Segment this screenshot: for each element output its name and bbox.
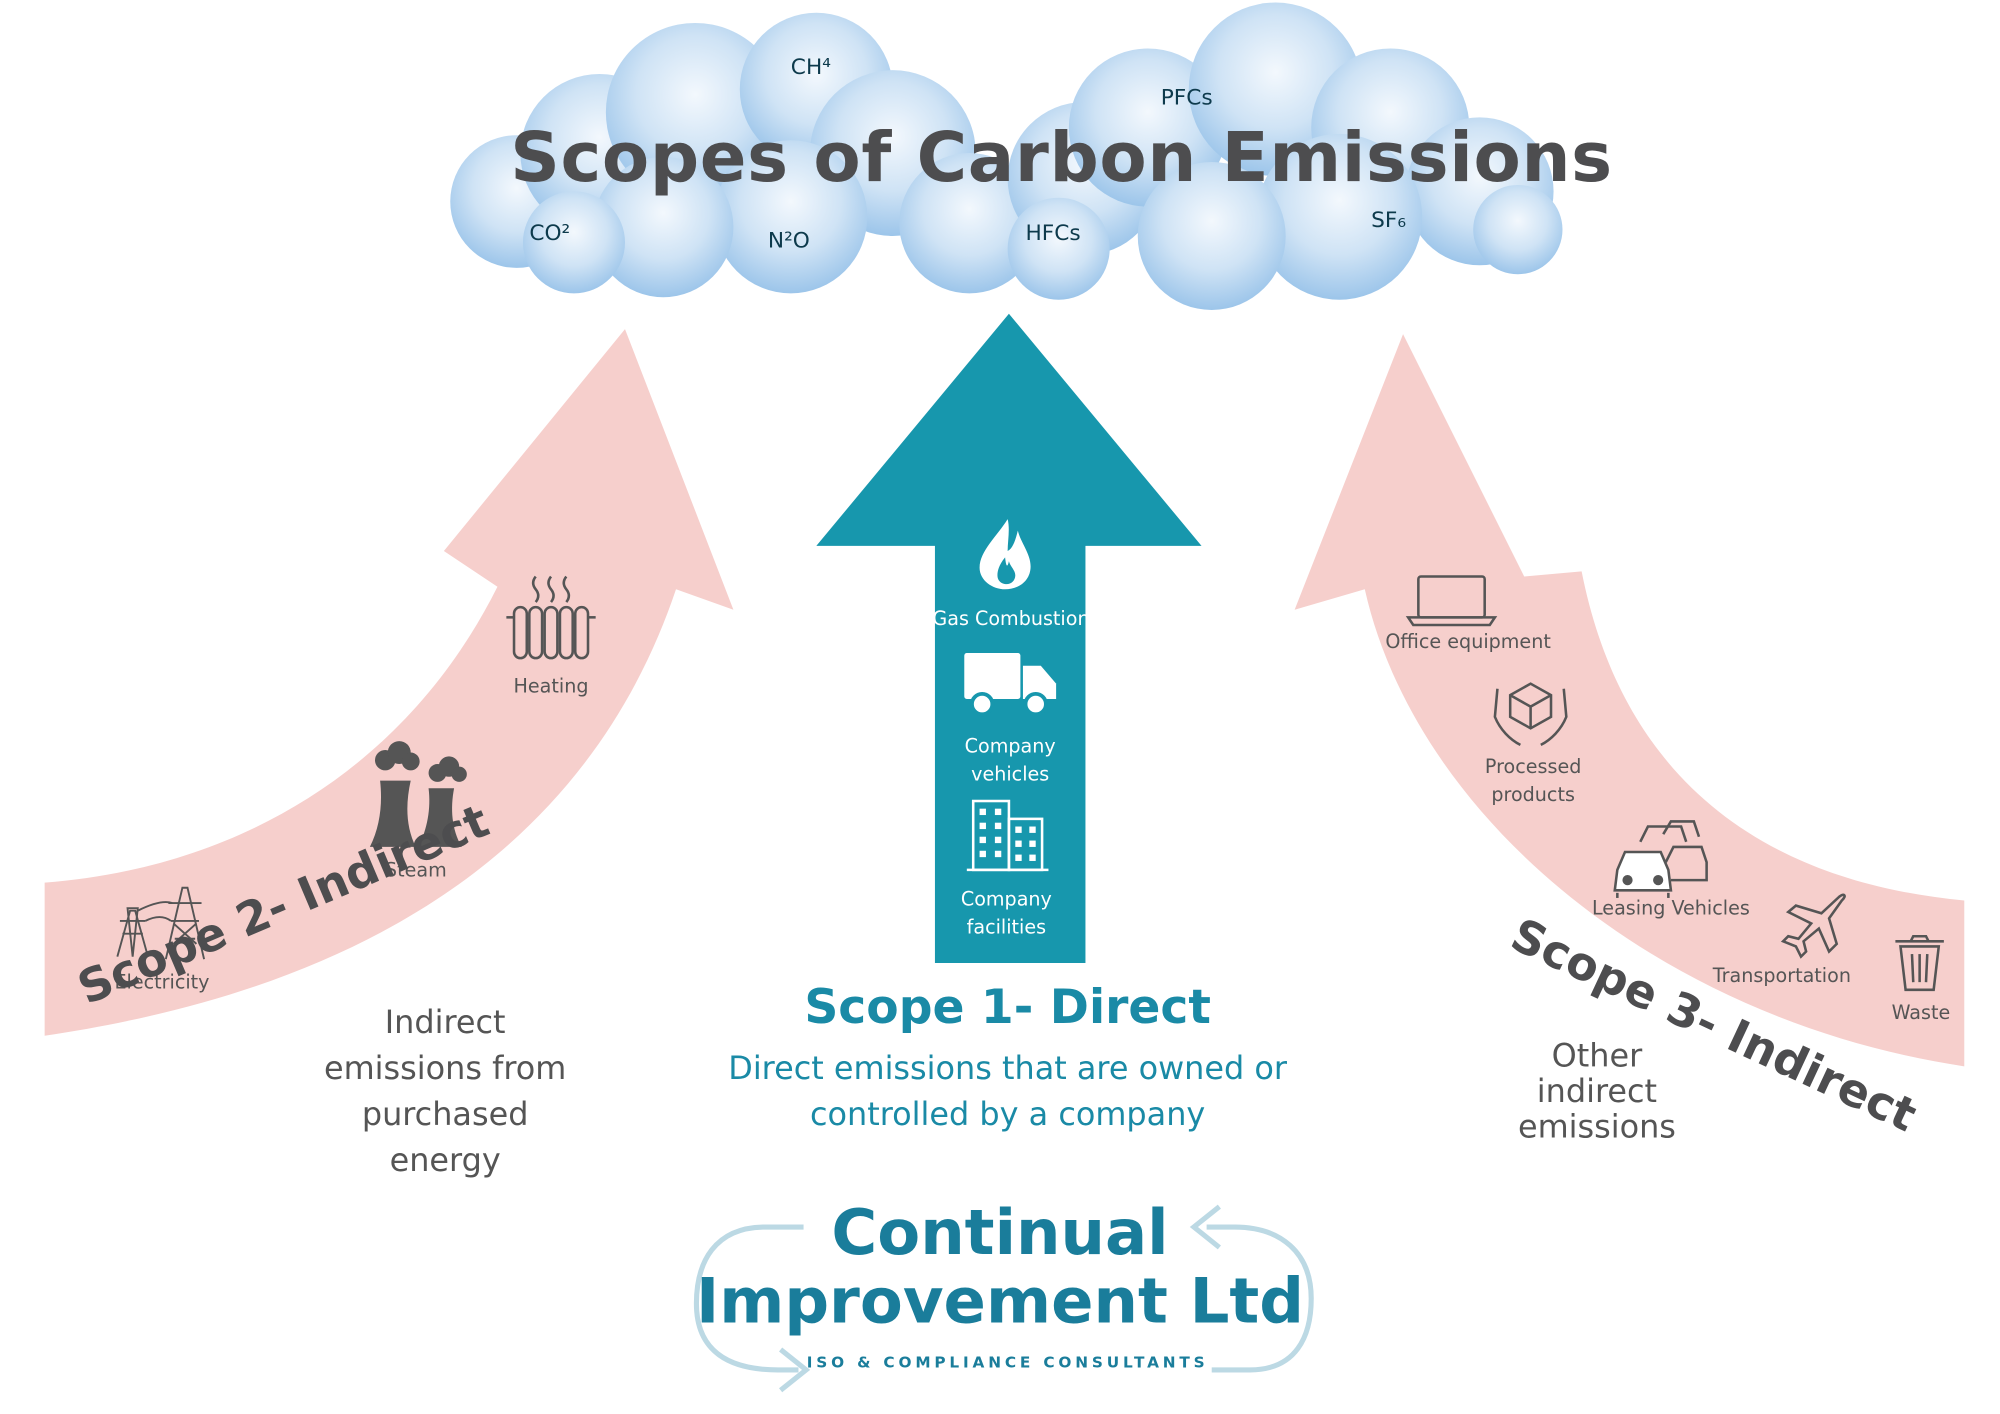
scope3-item-label: Leasing Vehicles: [1591, 896, 1750, 920]
scope1-item-label: Company vehicles: [964, 734, 1056, 786]
scope1-heading: Scope 1- Direct: [804, 979, 1211, 1035]
scope1-item-label: Gas Combustion: [932, 607, 1090, 631]
scope2-arrow: [44, 329, 734, 1036]
scope2-item-label: Electricity: [114, 970, 210, 994]
gas-hfcs: HFCs: [1025, 220, 1081, 247]
scope3-arrow: [1294, 334, 1965, 1067]
building-icon: [966, 799, 1049, 872]
gas-co2: CO²: [529, 220, 571, 247]
gas-ch4: CH⁴: [790, 54, 831, 81]
logo-tagline: ISO & COMPLIANCE CONSULTANTS: [806, 1353, 1209, 1372]
page-title: Scopes of Carbon Emissions: [510, 117, 1613, 198]
cooling-tower-icon: [369, 741, 467, 847]
trash-bin-icon: [1895, 934, 1944, 992]
scope3-item-label: Waste: [1891, 1001, 1951, 1025]
laptop-icon: [1405, 575, 1498, 627]
gas-n2o: N²O: [767, 228, 810, 254]
scope2-description: Indirect emissions from purchased energy: [323, 1003, 567, 1179]
truck-icon: [964, 653, 1057, 717]
logo-line2: Improvement Ltd: [695, 1265, 1305, 1338]
radiator-icon: [506, 575, 596, 660]
scope3-item-label: Office equipment: [1385, 630, 1551, 654]
gas-pfcs: PFCs: [1160, 85, 1213, 111]
cars-icon: [1613, 820, 1708, 898]
cloud-left: [450, 12, 1040, 298]
scope2-item-label: Heating: [513, 674, 589, 698]
flame-icon: [979, 519, 1031, 590]
scope1-item-label: Company facilities: [960, 887, 1052, 939]
scope2-item-label: Steam: [384, 858, 447, 882]
airplane-icon: [1780, 893, 1846, 959]
scope3-description: Other indirect emissions: [1517, 1036, 1676, 1146]
logo-loop-icon: [693, 1204, 1314, 1393]
logo-line1: Continual: [831, 1196, 1169, 1270]
scope3-item-label: Processed products: [1484, 755, 1582, 807]
scope3-item-label: Transportation: [1712, 964, 1851, 988]
scope1-arrow: [816, 313, 1202, 964]
power-pylon-icon: [116, 886, 206, 960]
scope1-description: Direct emissions that are owned or contr…: [728, 1049, 1287, 1133]
gas-sf6: SF₆: [1371, 207, 1407, 234]
cloud-right: [1007, 2, 1563, 310]
hands-box-icon: [1493, 682, 1568, 747]
